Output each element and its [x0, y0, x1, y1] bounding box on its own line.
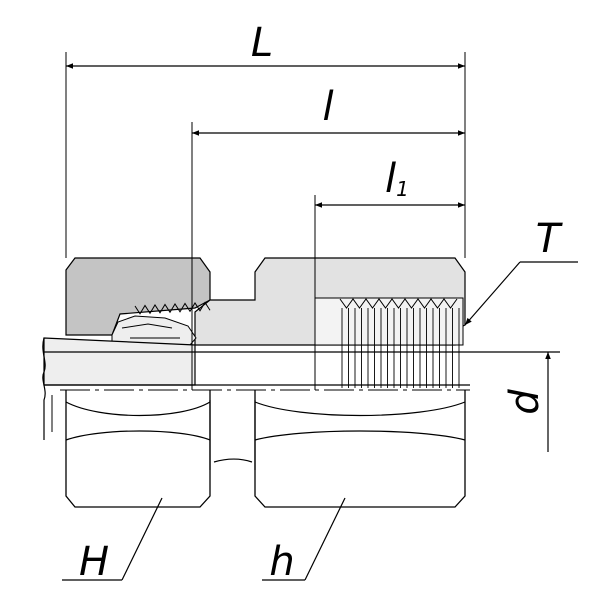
body-hex-facet [254, 430, 466, 441]
tube [43, 337, 196, 386]
bore-thread-lines [341, 308, 460, 388]
body-hex-chamfer [254, 401, 466, 417]
tube-broken-end [42, 337, 46, 440]
nut-hex-chamfer [65, 401, 211, 417]
label-l1-subscript: 1 [396, 177, 409, 201]
label-d: d [502, 389, 548, 415]
cutting-ring-detail [121, 323, 180, 339]
leader-H [121, 497, 163, 581]
label-l1-main: l [385, 156, 396, 202]
bore-thread-teeth [339, 298, 458, 309]
leader-h [304, 497, 346, 581]
label-T: T [536, 216, 564, 262]
nut-hex-facet [65, 430, 211, 441]
label-h: h [269, 539, 294, 585]
nut-hex-exterior [65, 390, 211, 508]
label-H: H [79, 539, 109, 585]
body-hex-exterior [254, 390, 466, 508]
neck-exterior [209, 400, 256, 470]
cutting-ring [111, 315, 197, 346]
threaded-bore [314, 297, 464, 346]
nut-thread-teeth [134, 301, 211, 315]
label-L: L [251, 20, 273, 66]
leader-T [464, 261, 521, 326]
label-l: l [322, 84, 333, 130]
nut-section [65, 257, 211, 336]
label-l1: l1 [385, 156, 409, 202]
